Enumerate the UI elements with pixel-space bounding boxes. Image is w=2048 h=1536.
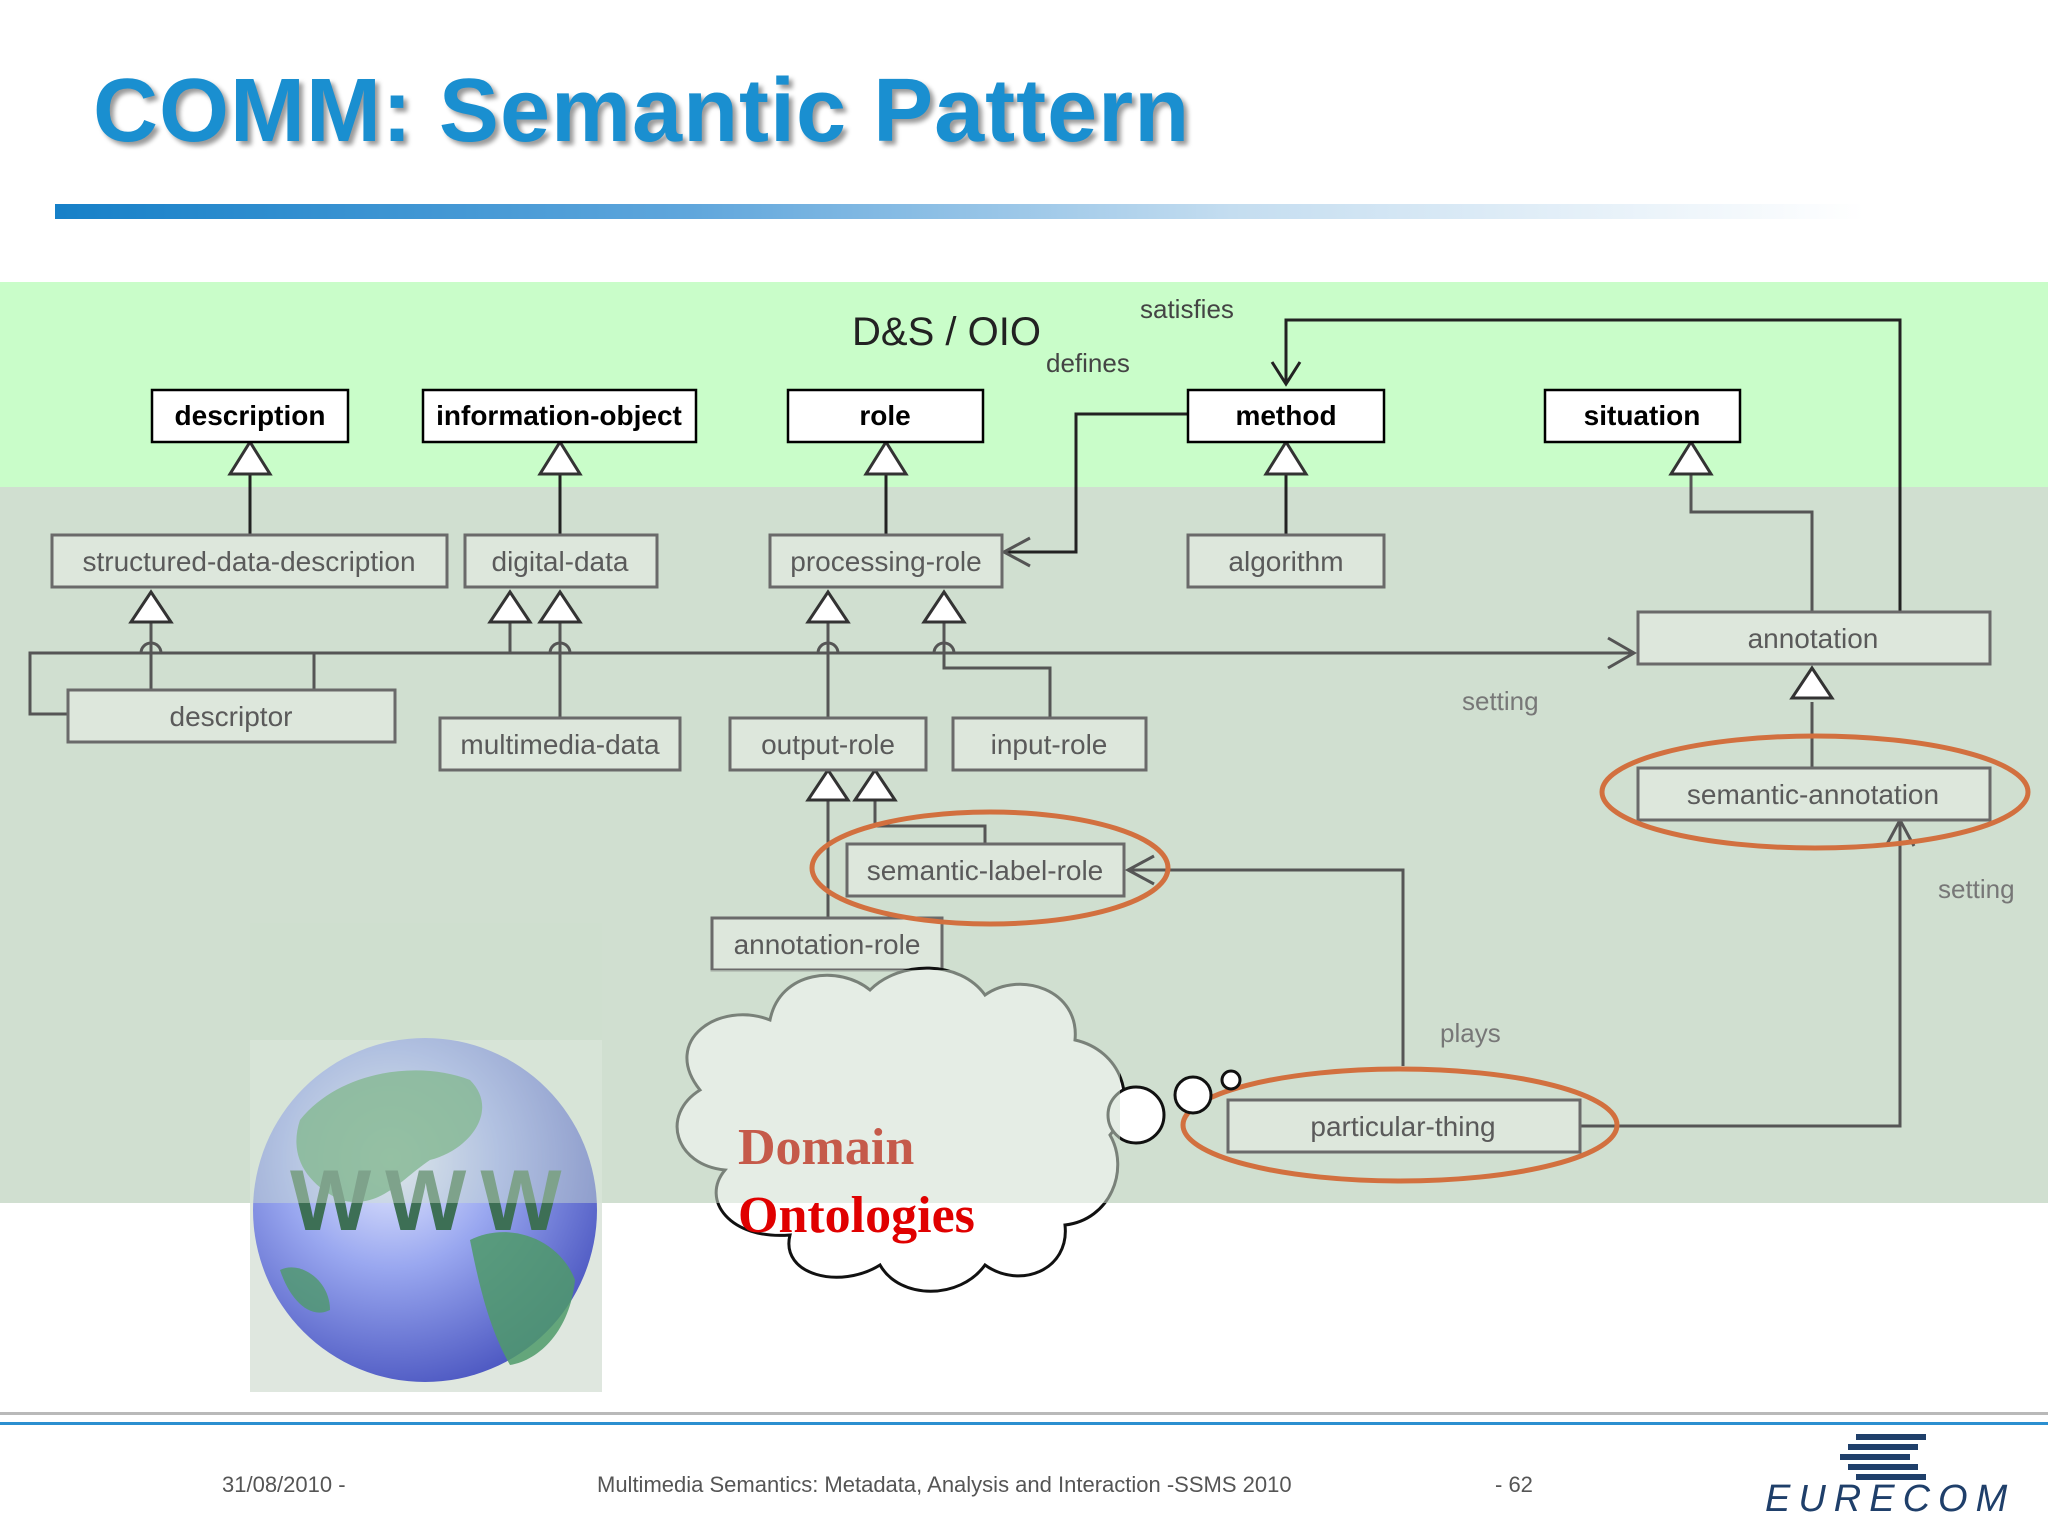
class-information-object: information-object [421, 388, 698, 444]
class-processing-role: processing-role [768, 533, 1004, 589]
highlight-particular-thing [1180, 1066, 1620, 1184]
class-label: structured-data-description [82, 546, 415, 577]
footer-title: Multimedia Semantics: Metadata, Analysis… [597, 1472, 1292, 1497]
group-label-ds-oio: D&S / OIO [852, 310, 1041, 354]
highlight-semantic-label-role [809, 809, 1171, 927]
footer-rule-grey [0, 1412, 2048, 1415]
class-input-role: input-role [951, 716, 1148, 772]
class-digital-data: digital-data [463, 533, 659, 589]
class-role: role [786, 388, 985, 444]
eurecom-logo [1840, 1434, 1926, 1480]
class-label: output-role [761, 729, 895, 760]
class-descriptor: descriptor [66, 688, 397, 744]
class-structured-data-description: structured-data-description [50, 533, 449, 589]
class-label: semantic-label-role [867, 855, 1104, 886]
class-semantic-annotation: semantic-annotation [1636, 766, 1992, 822]
footer-rule-blue [0, 1422, 2048, 1425]
globe-www-text: WWW [290, 1153, 576, 1249]
eurecom-logo-text: EURECOM [1765, 1478, 2016, 1520]
edge-label-setting: setting [1462, 686, 1539, 716]
class-label: description [175, 400, 326, 431]
class-label: input-role [991, 729, 1108, 760]
class-label: annotation-role [734, 929, 921, 960]
class-label: role [859, 400, 910, 431]
upper-band [0, 282, 2048, 487]
class-label: method [1235, 400, 1336, 431]
class-label: multimedia-data [460, 729, 660, 760]
comm-pattern-diagram: WWW D&S / OIO [0, 282, 2048, 1392]
class-label: digital-data [492, 546, 629, 577]
slide-title: COMM: Semantic Pattern [93, 61, 1191, 161]
class-situation: situation [1543, 388, 1742, 444]
cloud-text-domain: Domain [738, 1119, 914, 1176]
edge-label-satisfies: satisfies [1140, 294, 1234, 324]
footer-page-number: - 62 [1495, 1472, 1533, 1497]
cloud-text-ontologies: Ontologies [738, 1187, 975, 1244]
class-annotation-role: annotation-role [710, 916, 944, 972]
class-particular-thing: particular-thing [1226, 1098, 1582, 1154]
class-output-role: output-role [728, 716, 928, 772]
class-description: description [150, 388, 350, 444]
domain-ontologies-cloud: Domain Ontologies [655, 966, 1242, 1293]
generalization-arrows [128, 439, 1835, 802]
connectors [28, 318, 1916, 1128]
class-label: information-object [436, 400, 682, 431]
class-label: descriptor [170, 701, 293, 732]
edge-label-plays: plays [1440, 1018, 1501, 1048]
class-semantic-label-role: semantic-label-role [845, 842, 1126, 898]
www-globe-image: WWW [250, 923, 602, 1392]
class-algorithm: algorithm [1186, 533, 1386, 589]
highlight-semantic-annotation [1599, 733, 2031, 851]
class-annotation: annotation [1636, 610, 1992, 666]
class-label: algorithm [1228, 546, 1343, 577]
class-label: annotation [1748, 623, 1879, 654]
class-label: processing-role [790, 546, 981, 577]
class-label: semantic-annotation [1687, 779, 1939, 810]
title-underline [55, 204, 1865, 219]
footer-date: 31/08/2010 - [222, 1472, 346, 1497]
class-method: method [1186, 388, 1386, 444]
class-multimedia-data: multimedia-data [438, 716, 682, 772]
edge-label-setting: setting [1938, 874, 2015, 904]
edge-label-defines: defines [1046, 348, 1130, 378]
class-label: situation [1584, 400, 1701, 431]
class-label: particular-thing [1310, 1111, 1495, 1142]
